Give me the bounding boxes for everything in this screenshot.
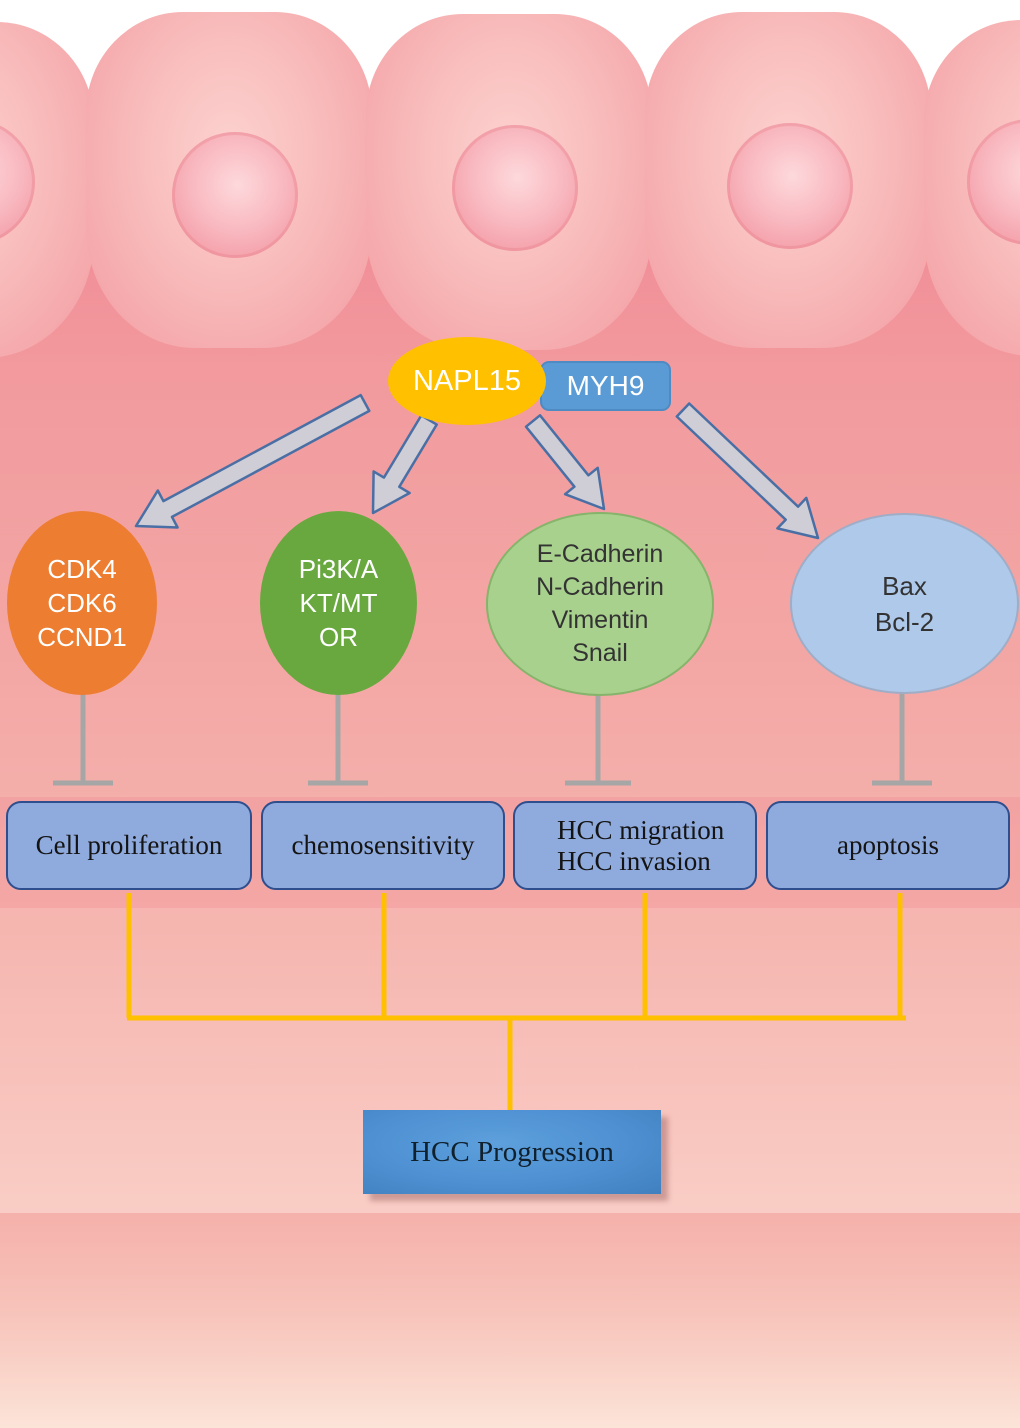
- outcome-cell-proliferation: Cell proliferation: [6, 801, 252, 890]
- node-emt-markers: E-Cadherin N-Cadherin Vimentin Snail: [486, 512, 714, 696]
- node-line: N-Cadherin: [536, 573, 664, 601]
- myh9-node: MYH9: [540, 361, 671, 411]
- node-cell-cycle-genes: CDK4 CDK6 CCND1: [7, 511, 157, 695]
- napl15-node: NAPL15: [388, 337, 546, 425]
- epithelial-cell: [645, 12, 931, 348]
- cell-nucleus: [0, 119, 35, 245]
- epithelial-cell: [86, 12, 372, 348]
- node-line: OR: [319, 622, 358, 652]
- epithelial-cell: [366, 14, 652, 350]
- node-line: Pi3K/A: [298, 554, 379, 584]
- outcome-hcc-migration-invasion: HCC migration HCC invasion: [513, 801, 757, 890]
- node-line: CCND1: [37, 622, 127, 652]
- background-bottom-band: [0, 1213, 1020, 1428]
- node-line: Bcl-2: [874, 606, 935, 637]
- cell-nucleus: [967, 119, 1020, 245]
- outcome-label: apoptosis: [836, 830, 939, 860]
- outcome-label: HCC invasion: [557, 845, 711, 876]
- node-line: CDK6: [47, 588, 117, 618]
- final-label: HCC Progression: [410, 1135, 614, 1168]
- napl15-label: NAPL15: [412, 364, 521, 397]
- outcome-apoptosis: apoptosis: [766, 801, 1010, 890]
- node-line: CDK4: [47, 554, 117, 584]
- final-box-hcc-progression: HCC Progression: [363, 1110, 661, 1194]
- cell-nucleus: [452, 125, 578, 251]
- outcome-label: HCC migration: [557, 814, 725, 845]
- myh9-label: MYH9: [566, 370, 645, 401]
- outcome-label: Cell proliferation: [35, 830, 223, 860]
- node-pi3k-akt-mtor: Pi3K/A KT/MT OR: [260, 511, 417, 695]
- outcome-chemosensitivity: chemosensitivity: [261, 801, 505, 890]
- outcome-label: chemosensitivity: [291, 830, 475, 860]
- cell-nucleus: [727, 123, 853, 249]
- node-line: Vimentin: [551, 606, 649, 634]
- node-line: KT/MT: [299, 588, 378, 618]
- node-line: Bax: [882, 570, 927, 601]
- node-line: Snail: [572, 639, 628, 667]
- node-line: E-Cadherin: [536, 540, 664, 568]
- cell-nucleus: [172, 132, 298, 258]
- node-apoptosis-regulators: Bax Bcl-2: [790, 513, 1019, 694]
